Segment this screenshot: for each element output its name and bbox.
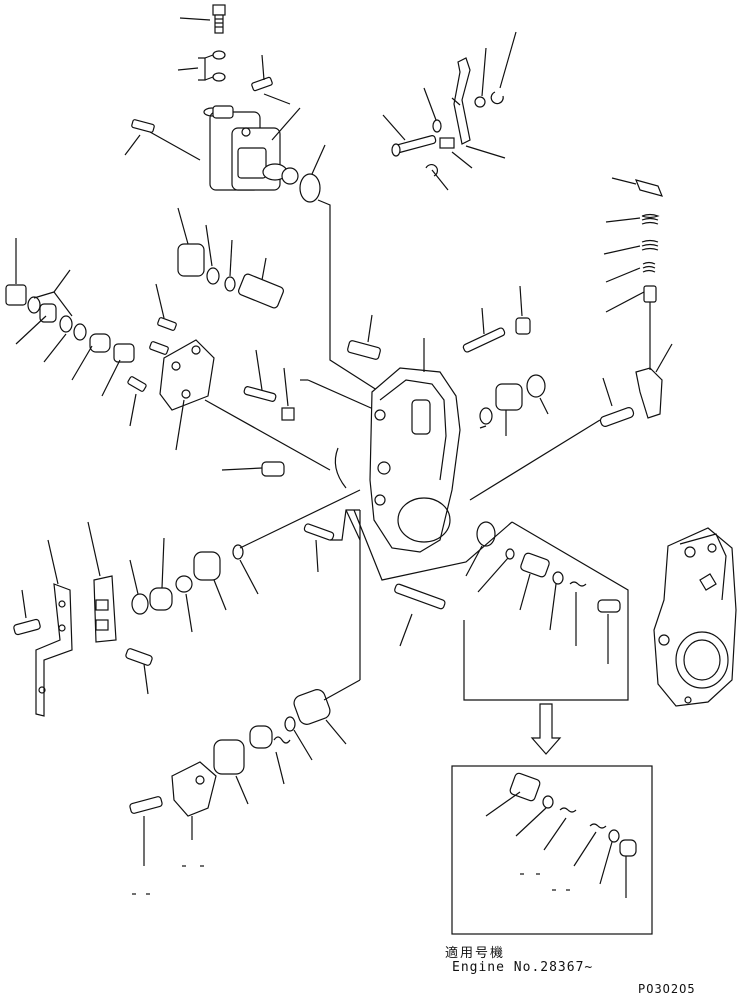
washer-pin bbox=[432, 119, 442, 133]
leader-lines bbox=[124, 17, 381, 393]
screw-bracket bbox=[13, 618, 41, 636]
o-ring-left bbox=[73, 323, 87, 341]
cover-plate bbox=[159, 339, 215, 411]
nut-center bbox=[281, 407, 295, 421]
bushing-bracket bbox=[149, 587, 173, 611]
right-pin bbox=[599, 407, 635, 427]
springs-right bbox=[641, 213, 660, 303]
housing-side-view bbox=[653, 527, 737, 707]
fitting-housing bbox=[495, 383, 523, 411]
spring-lower bbox=[273, 736, 291, 744]
lever-lower bbox=[171, 761, 217, 817]
plug-lower-right bbox=[597, 599, 621, 613]
sleeve-left bbox=[89, 333, 111, 353]
washer-lower-right bbox=[476, 521, 496, 547]
washer-lower-right-2 bbox=[552, 571, 564, 585]
o-ring-bracket bbox=[232, 544, 244, 560]
spring-lower-right bbox=[520, 552, 550, 578]
washer-housing bbox=[526, 374, 546, 398]
sleeve-bracket bbox=[193, 551, 221, 581]
right-link-block bbox=[635, 367, 663, 419]
washer-center bbox=[206, 267, 220, 285]
linkage-lever bbox=[453, 57, 471, 145]
collar-lower bbox=[213, 739, 245, 775]
engine-serial-label: Engine No.28367~ bbox=[452, 960, 594, 975]
leader-lines-variant bbox=[485, 791, 627, 898]
leader-lines-housing bbox=[423, 285, 549, 436]
gear-nut bbox=[175, 575, 193, 593]
small-spring-lower-right bbox=[569, 581, 587, 587]
bolt-lower-left bbox=[129, 796, 163, 814]
screw-cover-3 bbox=[127, 376, 147, 392]
top-bolt bbox=[212, 4, 226, 34]
lever-bracket bbox=[439, 137, 455, 149]
clip-lever bbox=[490, 91, 504, 105]
bracket-outline-lower-right bbox=[463, 521, 629, 701]
washer-left-1 bbox=[27, 296, 41, 314]
drawing-code: PO3O2O5 bbox=[638, 982, 696, 996]
bolt-center-2 bbox=[261, 461, 285, 477]
leader-lines-center-left bbox=[177, 207, 267, 281]
bracket-plate bbox=[35, 583, 73, 717]
small-screw-top bbox=[251, 76, 273, 92]
clamp-block bbox=[93, 575, 117, 643]
collar-left bbox=[113, 343, 135, 363]
leader-lines-right bbox=[382, 31, 517, 191]
governor-cover-assembly bbox=[203, 105, 299, 191]
pin-housing bbox=[462, 327, 506, 353]
washer-bracket-1 bbox=[131, 593, 149, 615]
bushing-center bbox=[177, 243, 205, 277]
long-bolt bbox=[394, 583, 446, 610]
washer-left-2 bbox=[59, 315, 73, 333]
washer-2 bbox=[212, 72, 226, 82]
variant-detail-box bbox=[451, 765, 653, 935]
o-ring-top bbox=[299, 173, 321, 203]
leader-lines-cover bbox=[129, 283, 331, 471]
down-arrow bbox=[530, 703, 562, 755]
nut-left bbox=[5, 284, 27, 306]
screw-cover-1 bbox=[157, 317, 177, 331]
pin-lever bbox=[391, 135, 437, 157]
o-ring-lower bbox=[284, 716, 296, 732]
leader-lines-long-bolt bbox=[353, 509, 513, 647]
screw-cover-2 bbox=[149, 341, 169, 355]
dash-marks-lower-left bbox=[132, 865, 204, 895]
leader-lines-screw-center bbox=[315, 509, 361, 573]
leader-lines-lower-right bbox=[465, 545, 609, 664]
applicable-serial-label: 適用号機 bbox=[445, 946, 506, 961]
leader-lines-left bbox=[15, 238, 121, 397]
washer-1 bbox=[212, 50, 226, 60]
o-ring-housing bbox=[479, 407, 493, 425]
screw-left bbox=[131, 119, 155, 133]
washer-lever bbox=[474, 96, 486, 108]
coil-spring-lower bbox=[249, 725, 273, 749]
lower-fitting bbox=[293, 689, 331, 725]
bolt-center-1 bbox=[243, 386, 277, 402]
screw-center-lower bbox=[303, 523, 335, 541]
small-washer-lower-right bbox=[505, 548, 515, 560]
threaded-plunger bbox=[238, 273, 284, 309]
screw-upper-center bbox=[347, 340, 381, 360]
screw-clamp bbox=[125, 648, 153, 666]
leader-lines-far-right bbox=[469, 177, 673, 501]
leader-lines-center bbox=[221, 314, 381, 471]
o-ring-center bbox=[224, 276, 236, 292]
leader-lines-lower-center bbox=[143, 510, 361, 866]
spring-retainer-top bbox=[634, 179, 664, 197]
plug-housing bbox=[515, 317, 531, 335]
leader-lines-lower-left bbox=[21, 489, 361, 695]
pump-housing bbox=[334, 367, 461, 553]
